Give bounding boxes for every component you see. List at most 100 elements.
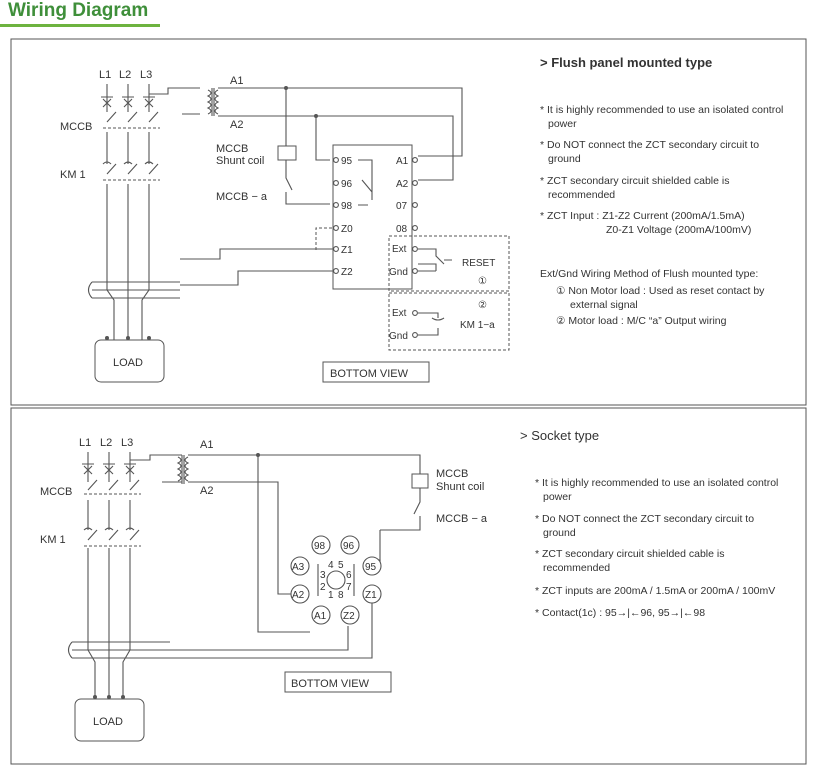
flush-notes: * It is highly recommended to use an iso…: [540, 104, 783, 327]
socket-heading: > Socket type: [520, 428, 599, 443]
socket-bullet-2a: Do NOT connect the ZCT secondary circuit…: [542, 513, 754, 525]
flush-phase-lines: [87, 84, 200, 340]
socket-pin-num-4: 4: [328, 560, 334, 571]
flush-ext-label-1: Ext: [392, 244, 407, 255]
socket-bullet-3a: ZCT secondary circuit shielded cable is: [542, 548, 724, 560]
socket-bullet-3b: recommended: [543, 562, 610, 574]
socket-label-l3: L3: [121, 437, 133, 449]
flush-bullet-1a: It is highly recommended to use an isola…: [547, 104, 783, 116]
flush-terminal-08: 08: [396, 224, 408, 235]
flush-circle-1: ①: [478, 276, 487, 287]
socket-mccb-a-label: MCCB − a: [436, 513, 488, 525]
flush-label-l2: L2: [119, 69, 131, 81]
page-title-text: Wiring Diagram: [8, 0, 149, 21]
flush-label-km1: KM 1: [60, 169, 86, 181]
socket-pin-num-6: 6: [346, 570, 352, 581]
flush-label-a1: A1: [230, 75, 243, 87]
flush-panel-frame: [10, 38, 807, 406]
flush-terminal-96: 96: [341, 179, 353, 190]
flush-label-l3: L3: [140, 69, 152, 81]
flush-heading: > Flush panel mounted type: [540, 55, 712, 70]
socket-pin-a1: A1: [314, 611, 327, 622]
socket-label-l2: L2: [100, 437, 112, 449]
socket-load-label: LOAD: [93, 716, 123, 728]
socket-notes: * It is highly recommended to use an iso…: [535, 477, 778, 619]
socket-pin-a3: A3: [292, 562, 305, 573]
title-underline: [0, 24, 160, 27]
flush-shunt-coil: [277, 145, 297, 161]
flush-terminal-a1: A1: [396, 156, 409, 167]
socket-pin-num-1: 1: [328, 590, 334, 601]
socket-pin-num-3: 3: [320, 570, 326, 581]
flush-method-title: Ext/Gnd Wiring Method of Flush mounted t…: [540, 268, 758, 280]
flush-panel: L1 L2 L3 MCCB KM 1: [10, 38, 807, 406]
flush-label-l1: L1: [99, 69, 111, 81]
socket-pin-num-2: 2: [320, 582, 326, 593]
socket-bullet-4a: ZCT inputs are 200mA / 1.5mA or 200mA / …: [542, 585, 775, 597]
flush-method-1b: external signal: [570, 299, 638, 311]
flush-bullet-3b: recommended: [548, 189, 615, 201]
flush-terminal-z0: Z0: [341, 224, 353, 235]
socket-label-l1: L1: [79, 437, 91, 449]
svg-text:* ZCT Input : Z1-Z2 Current (2: * ZCT Input : Z1-Z2 Current (200mA/1.5mA…: [540, 210, 745, 222]
svg-text:* ZCT secondary circuit shield: * ZCT secondary circuit shielded cable i…: [535, 548, 724, 560]
flush-shunt-label-2: Shunt coil: [216, 155, 264, 167]
socket-bullet-1a: It is highly recommended to use an isola…: [542, 477, 778, 489]
flush-bullet-4a: ZCT Input : Z1-Z2 Current (200mA/1.5mA): [547, 210, 745, 222]
socket-bottom-view-label: BOTTOM VIEW: [291, 678, 370, 690]
flush-terminal-z2: Z2: [341, 267, 353, 278]
flush-km1a-dashed-box: [388, 292, 510, 351]
flush-gnd-label-2: Gnd: [389, 331, 408, 342]
socket-label-mccb: MCCB: [40, 486, 72, 498]
socket-load-box: [74, 698, 145, 742]
flush-bullet-4b: Z0-Z1 Voltage (200mA/100mV): [606, 224, 751, 236]
socket-pin-98: 98: [314, 541, 326, 552]
flush-terminal-07: 07: [396, 201, 408, 212]
flush-bottom-view-label: BOTTOM VIEW: [330, 368, 409, 380]
flush-mccb-a-label: MCCB − a: [216, 191, 268, 203]
flush-terminal-z1: Z1: [341, 245, 353, 256]
flush-load-box: [94, 339, 165, 383]
flush-ext-label-2: Ext: [392, 308, 407, 319]
socket-pins: [290, 535, 382, 625]
socket-bullet-2b: ground: [543, 527, 576, 539]
socket-shunt-label-2: Shunt coil: [436, 481, 484, 493]
svg-text:* ZCT secondary circuit shield: * ZCT secondary circuit shielded cable i…: [540, 175, 729, 187]
socket-transformer-icon: [162, 454, 421, 595]
flush-reset-dashed-box: [388, 235, 510, 292]
flush-load-label: LOAD: [113, 357, 143, 369]
socket-label-a1: A1: [200, 439, 213, 451]
flush-bullet-3a: ZCT secondary circuit shielded cable is: [547, 175, 729, 187]
socket-pin-a2: A2: [292, 590, 305, 601]
flush-transformer-icon: [182, 87, 463, 181]
flush-method-2: ② Motor load : M/C “a” Output wiring: [556, 315, 727, 327]
socket-phase-lines: [67, 452, 182, 699]
flush-bullet-1b: power: [548, 118, 577, 130]
flush-reset-label: RESET: [462, 258, 495, 269]
svg-text:* It is highly recommended to: * It is highly recommended to use an iso…: [540, 104, 783, 116]
socket-pin-z1: Z1: [365, 590, 377, 601]
svg-text:* It is highly recommended to: * It is highly recommended to use an iso…: [535, 477, 778, 489]
socket-bullet-5a: Contact(1c) : 95→|←96, 95→|←98: [542, 607, 705, 619]
flush-bullet-2a: Do NOT connect the ZCT secondary circuit…: [547, 139, 759, 151]
socket-label-km1: KM 1: [40, 534, 66, 546]
flush-label-a2: A2: [230, 119, 243, 131]
flush-label-mccb: MCCB: [60, 121, 92, 133]
socket-label-a2: A2: [200, 485, 213, 497]
socket-panel: L1 L2 L3 MCCB KM 1 LOAD: [10, 407, 807, 765]
socket-pin-num-8: 8: [338, 590, 344, 601]
svg-text:* Do NOT connect the ZCT secon: * Do NOT connect the ZCT secondary circu…: [540, 139, 759, 151]
flush-bottom-view-box: [322, 361, 430, 383]
flush-relay-terminals-right: [412, 157, 418, 231]
flush-circle-2: ②: [478, 300, 487, 311]
flush-terminal-95: 95: [341, 156, 353, 167]
flush-shunt-label-1: MCCB: [216, 143, 248, 155]
flush-method-1a: ① Non Motor load : Used as reset contact…: [556, 285, 765, 297]
flush-terminal-98: 98: [341, 201, 353, 212]
flush-relay-terminals-left: [333, 157, 373, 274]
socket-shunt-label-1: MCCB: [436, 468, 468, 480]
flush-km1a-label: KM 1−a: [460, 320, 495, 331]
svg-text:* Do NOT connect the ZCT secon: * Do NOT connect the ZCT secondary circu…: [535, 513, 754, 525]
flush-gnd-label-1: Gnd: [389, 267, 408, 278]
